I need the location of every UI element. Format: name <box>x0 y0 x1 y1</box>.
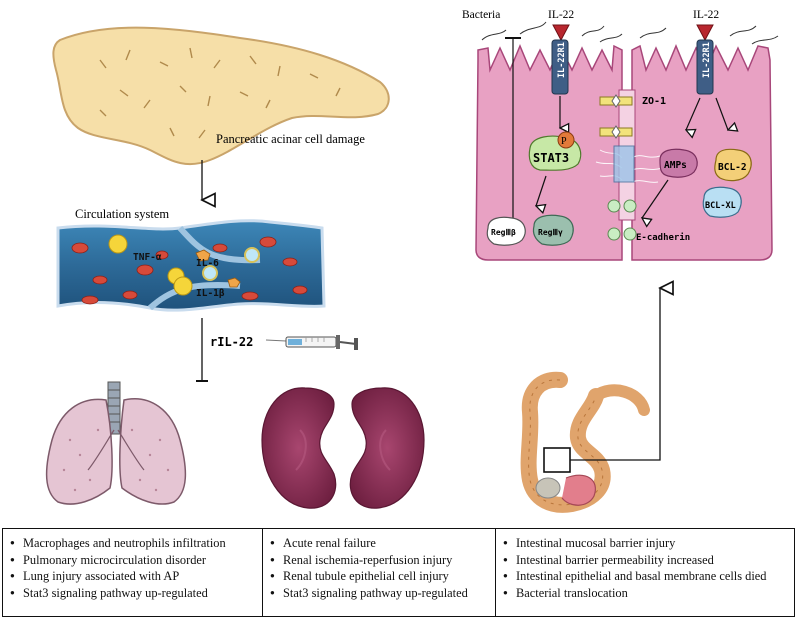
list-item: Stat3 signaling pathway up-regulated <box>9 585 258 602</box>
il22-left-label: IL-22 <box>548 9 574 21</box>
intestine-list: Intestinal mucosal barrier injury Intest… <box>502 535 790 601</box>
phospho-group <box>557 131 575 149</box>
arrow-receptor-to-amps <box>686 97 701 130</box>
il1b-label: IL-1β <box>196 288 225 299</box>
list-item: Lung injury associated with AP <box>9 568 258 585</box>
circulation-label: Circulation system <box>75 207 169 221</box>
intestine-illustration <box>520 371 650 513</box>
bcl2-label: BCL-2 <box>718 162 747 173</box>
blood-vessel <box>56 219 326 312</box>
bcl2-protein <box>714 148 752 182</box>
tnf-alpha-label: TNF-α <box>133 252 162 263</box>
intestine-highlight-box <box>543 447 571 473</box>
bclxl-label: BCL-XL <box>705 201 736 211</box>
arrow-receptor-to-bcl2 <box>715 97 728 130</box>
arrow-intestine-to-epithelium <box>570 288 660 461</box>
il22-ligand-left <box>552 24 570 42</box>
ecadherin-label: E-cadherin <box>636 232 690 243</box>
lung-panel: Macrophages and neutrophils infiltration… <box>2 528 263 617</box>
reg3g-protein <box>532 214 574 246</box>
pancreas-illustration <box>52 26 390 166</box>
arrow-stat3-to-reg3g <box>536 175 547 206</box>
syringe-icon <box>265 335 358 350</box>
pancreas-label: Pancreatic acinar cell damage <box>216 132 365 146</box>
amps-label: AMPs <box>664 160 687 171</box>
amps-protein <box>659 148 698 178</box>
kidney-list: Acute renal failure Renal ischemia-reper… <box>269 535 491 601</box>
bacteria-label: Bacteria <box>462 9 500 21</box>
zo1-label: ZO-1 <box>642 96 666 107</box>
il22r1-receptor-left <box>551 39 569 95</box>
list-item: Bacterial translocation <box>502 585 790 602</box>
list-item: Stat3 signaling pathway up-regulated <box>269 585 491 602</box>
reg3b-protein <box>486 216 526 246</box>
list-item: Intestinal mucosal barrier injury <box>502 535 790 552</box>
stat3-label: STAT3 <box>533 151 569 165</box>
list-item: Intestinal barrier permeability increase… <box>502 552 790 569</box>
lung-list: Macrophages and neutrophils infiltration… <box>9 535 258 601</box>
il22r1-left-label: IL-22R1 <box>557 42 567 78</box>
list-item: Acute renal failure <box>269 535 491 552</box>
reg3b-label: RegⅢβ <box>491 228 516 237</box>
il22-ligand-right <box>696 24 714 42</box>
arrow-amps-to-ecadherin <box>642 179 669 218</box>
il22r1-receptor-right <box>696 39 714 95</box>
bclxl-protein <box>702 186 742 218</box>
list-item: Renal tubule epithelial cell injury <box>269 568 491 585</box>
summary-panels: Macrophages and neutrophils infiltration… <box>0 528 798 618</box>
list-item: Pulmonary microcirculation disorder <box>9 552 258 569</box>
intestine-panel: Intestinal mucosal barrier injury Intest… <box>495 528 795 617</box>
kidneys-illustration <box>261 387 425 509</box>
lungs-illustration <box>45 381 187 505</box>
list-item: Renal ischemia-reperfusion injury <box>269 552 491 569</box>
il6-label: IL-6 <box>196 258 219 269</box>
il22r1-right-label: IL-22R1 <box>702 42 712 78</box>
ril22-label: rIL-22 <box>210 335 253 349</box>
il22-right-label: IL-22 <box>693 9 719 21</box>
kidney-panel: Acute renal failure Renal ischemia-reper… <box>262 528 496 617</box>
reg3g-label: RegⅢγ <box>538 228 563 237</box>
phospho-label: P <box>561 136 567 147</box>
list-item: Macrophages and neutrophils infiltration <box>9 535 258 552</box>
list-item: Intestinal epithelial and basal membrane… <box>502 568 790 585</box>
